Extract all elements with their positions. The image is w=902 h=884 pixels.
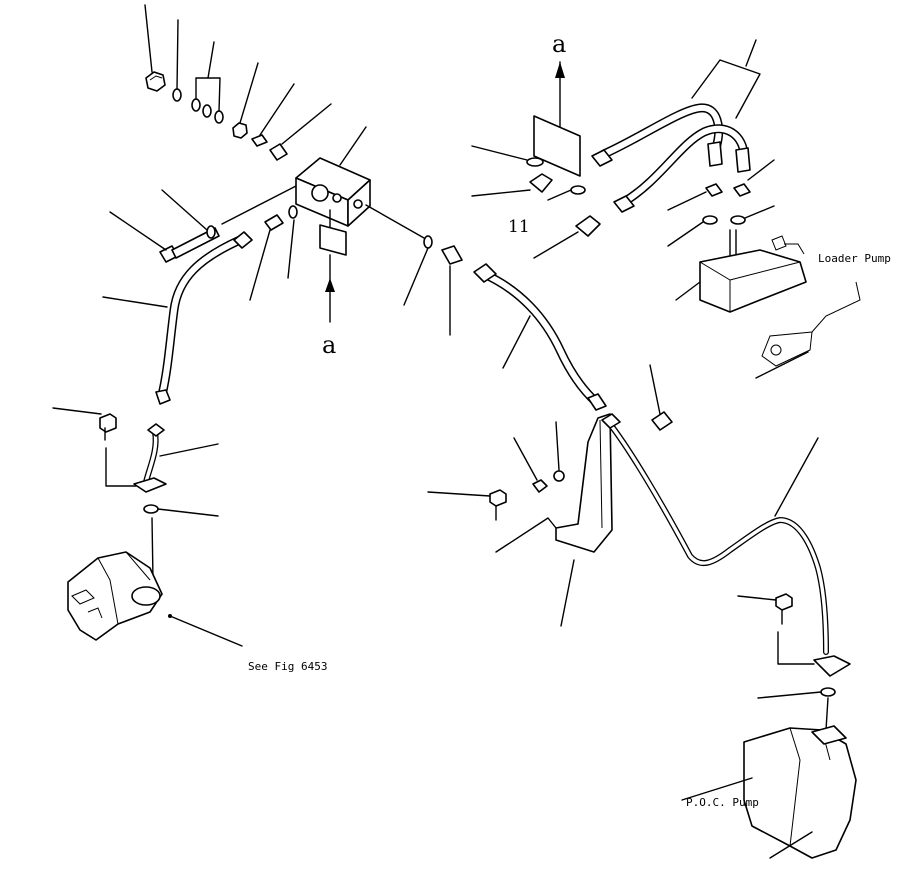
item-number-11: 11 [508,217,530,237]
poc-pump-label: P.O.C. Pump [686,796,759,809]
arrow-a-bottom: a [322,254,336,359]
see-fig-label: See Fig 6453 [248,660,327,673]
tube-right [601,364,851,731]
elbow-flange-left [52,407,219,581]
ref-label-a-top: a [552,30,566,58]
pump-loader: Loader Pump [675,235,891,379]
pump-poc: P.O.C. Pump [681,725,857,859]
bolt-left [109,185,297,263]
bracket-center [427,413,613,627]
hoses-top-right: 11 [471,39,775,263]
fitting-stack-top-left [144,4,332,161]
ref-label-a-bottom: a [322,331,336,359]
hose-left [102,205,298,405]
arrow-a-top: a [533,30,581,177]
pump-bottom-left: See Fig 6453 [67,551,327,673]
hose-center [365,204,607,411]
valve-block [295,126,371,256]
loader-pump-label: Loader Pump [818,252,891,265]
